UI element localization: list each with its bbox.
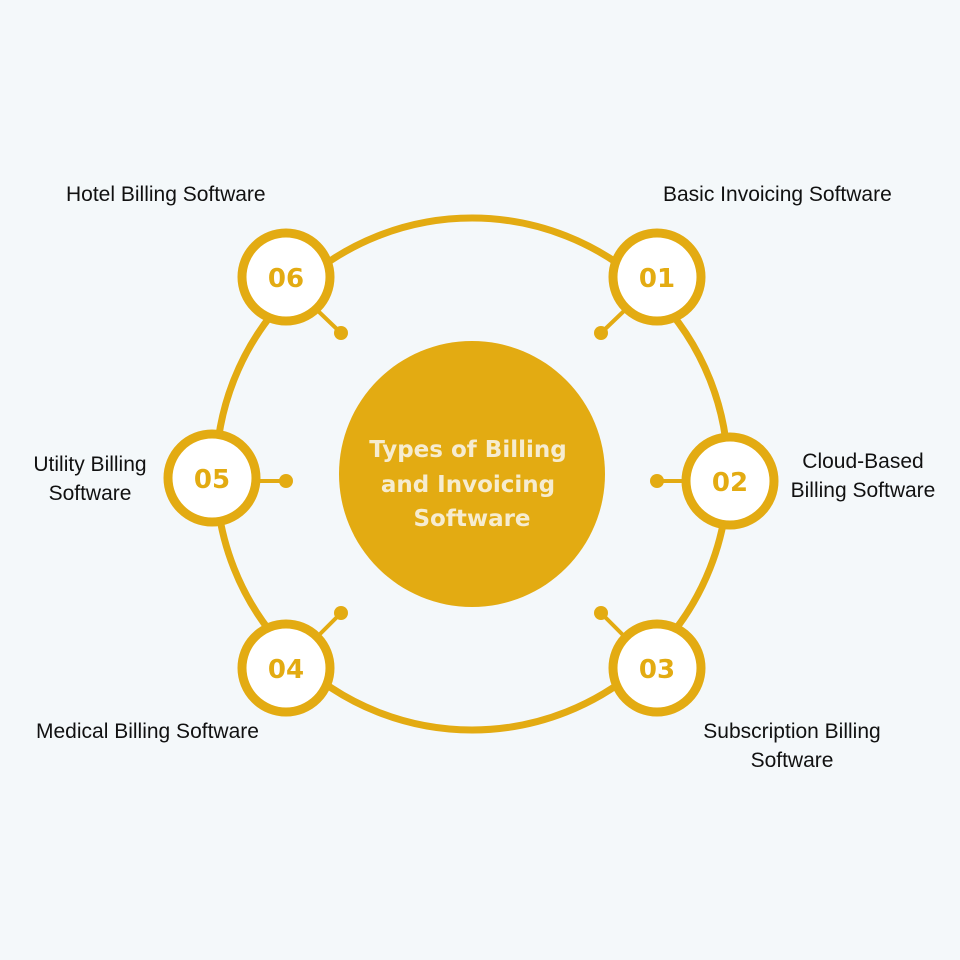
node-05-number: 05	[194, 465, 230, 495]
label-basic-invoicing: Basic Invoicing Software	[663, 180, 892, 209]
node-04-badge	[237, 619, 335, 717]
node-06-badge	[237, 228, 335, 326]
node-05-connector-dot	[279, 474, 293, 488]
center-circle	[339, 341, 605, 607]
label-medical-billing: Medical Billing Software	[36, 717, 259, 746]
center-title: Types of Billing and Invoicing Software	[369, 437, 574, 532]
node-06-number: 06	[268, 264, 304, 294]
label-utility-billing: Utility Billing Software	[26, 450, 154, 508]
label-02-line-2: Billing Software	[790, 479, 936, 502]
node-03-connector-dot	[594, 606, 608, 620]
node-04-number: 04	[268, 655, 304, 685]
center-title-line-3: Software	[413, 506, 530, 532]
node-02: 02	[650, 432, 779, 530]
label-cloud-based: Cloud-Based Billing Software	[782, 447, 944, 505]
label-hotel-billing: Hotel Billing Software	[66, 180, 266, 209]
center-title-line-2: and Invoicing	[381, 472, 555, 498]
label-06-line-1: Hotel Billing Software	[66, 183, 266, 206]
label-05-line-2: Software	[48, 482, 132, 505]
node-04: 04	[237, 606, 348, 717]
label-03-line-1: Subscription Billing	[703, 720, 881, 743]
label-subscription-billing: Subscription Billing Software	[692, 717, 892, 775]
node-03: 03	[594, 606, 706, 717]
node-02-number: 02	[712, 468, 748, 498]
node-02-badge	[681, 432, 779, 530]
label-05-line-1: Utility Billing	[33, 453, 147, 476]
node-06: 06	[237, 228, 348, 340]
node-05: 05	[163, 429, 293, 527]
label-01-line-1: Basic Invoicing Software	[663, 183, 892, 206]
node-04-connector-dot	[334, 606, 348, 620]
node-01-badge	[608, 228, 706, 326]
node-03-number: 03	[639, 655, 675, 685]
node-06-connector-dot	[334, 326, 348, 340]
node-03-badge	[608, 619, 706, 717]
node-01: 01	[594, 228, 706, 340]
node-02-connector-dot	[650, 474, 664, 488]
label-03-line-2: Software	[750, 749, 834, 772]
center-title-line-1: Types of Billing	[369, 437, 566, 463]
label-04-line-1: Medical Billing Software	[36, 720, 259, 743]
label-02-line-1: Cloud-Based	[802, 450, 924, 473]
node-01-number: 01	[639, 264, 675, 294]
node-01-connector-dot	[594, 326, 608, 340]
node-05-badge	[163, 429, 261, 527]
